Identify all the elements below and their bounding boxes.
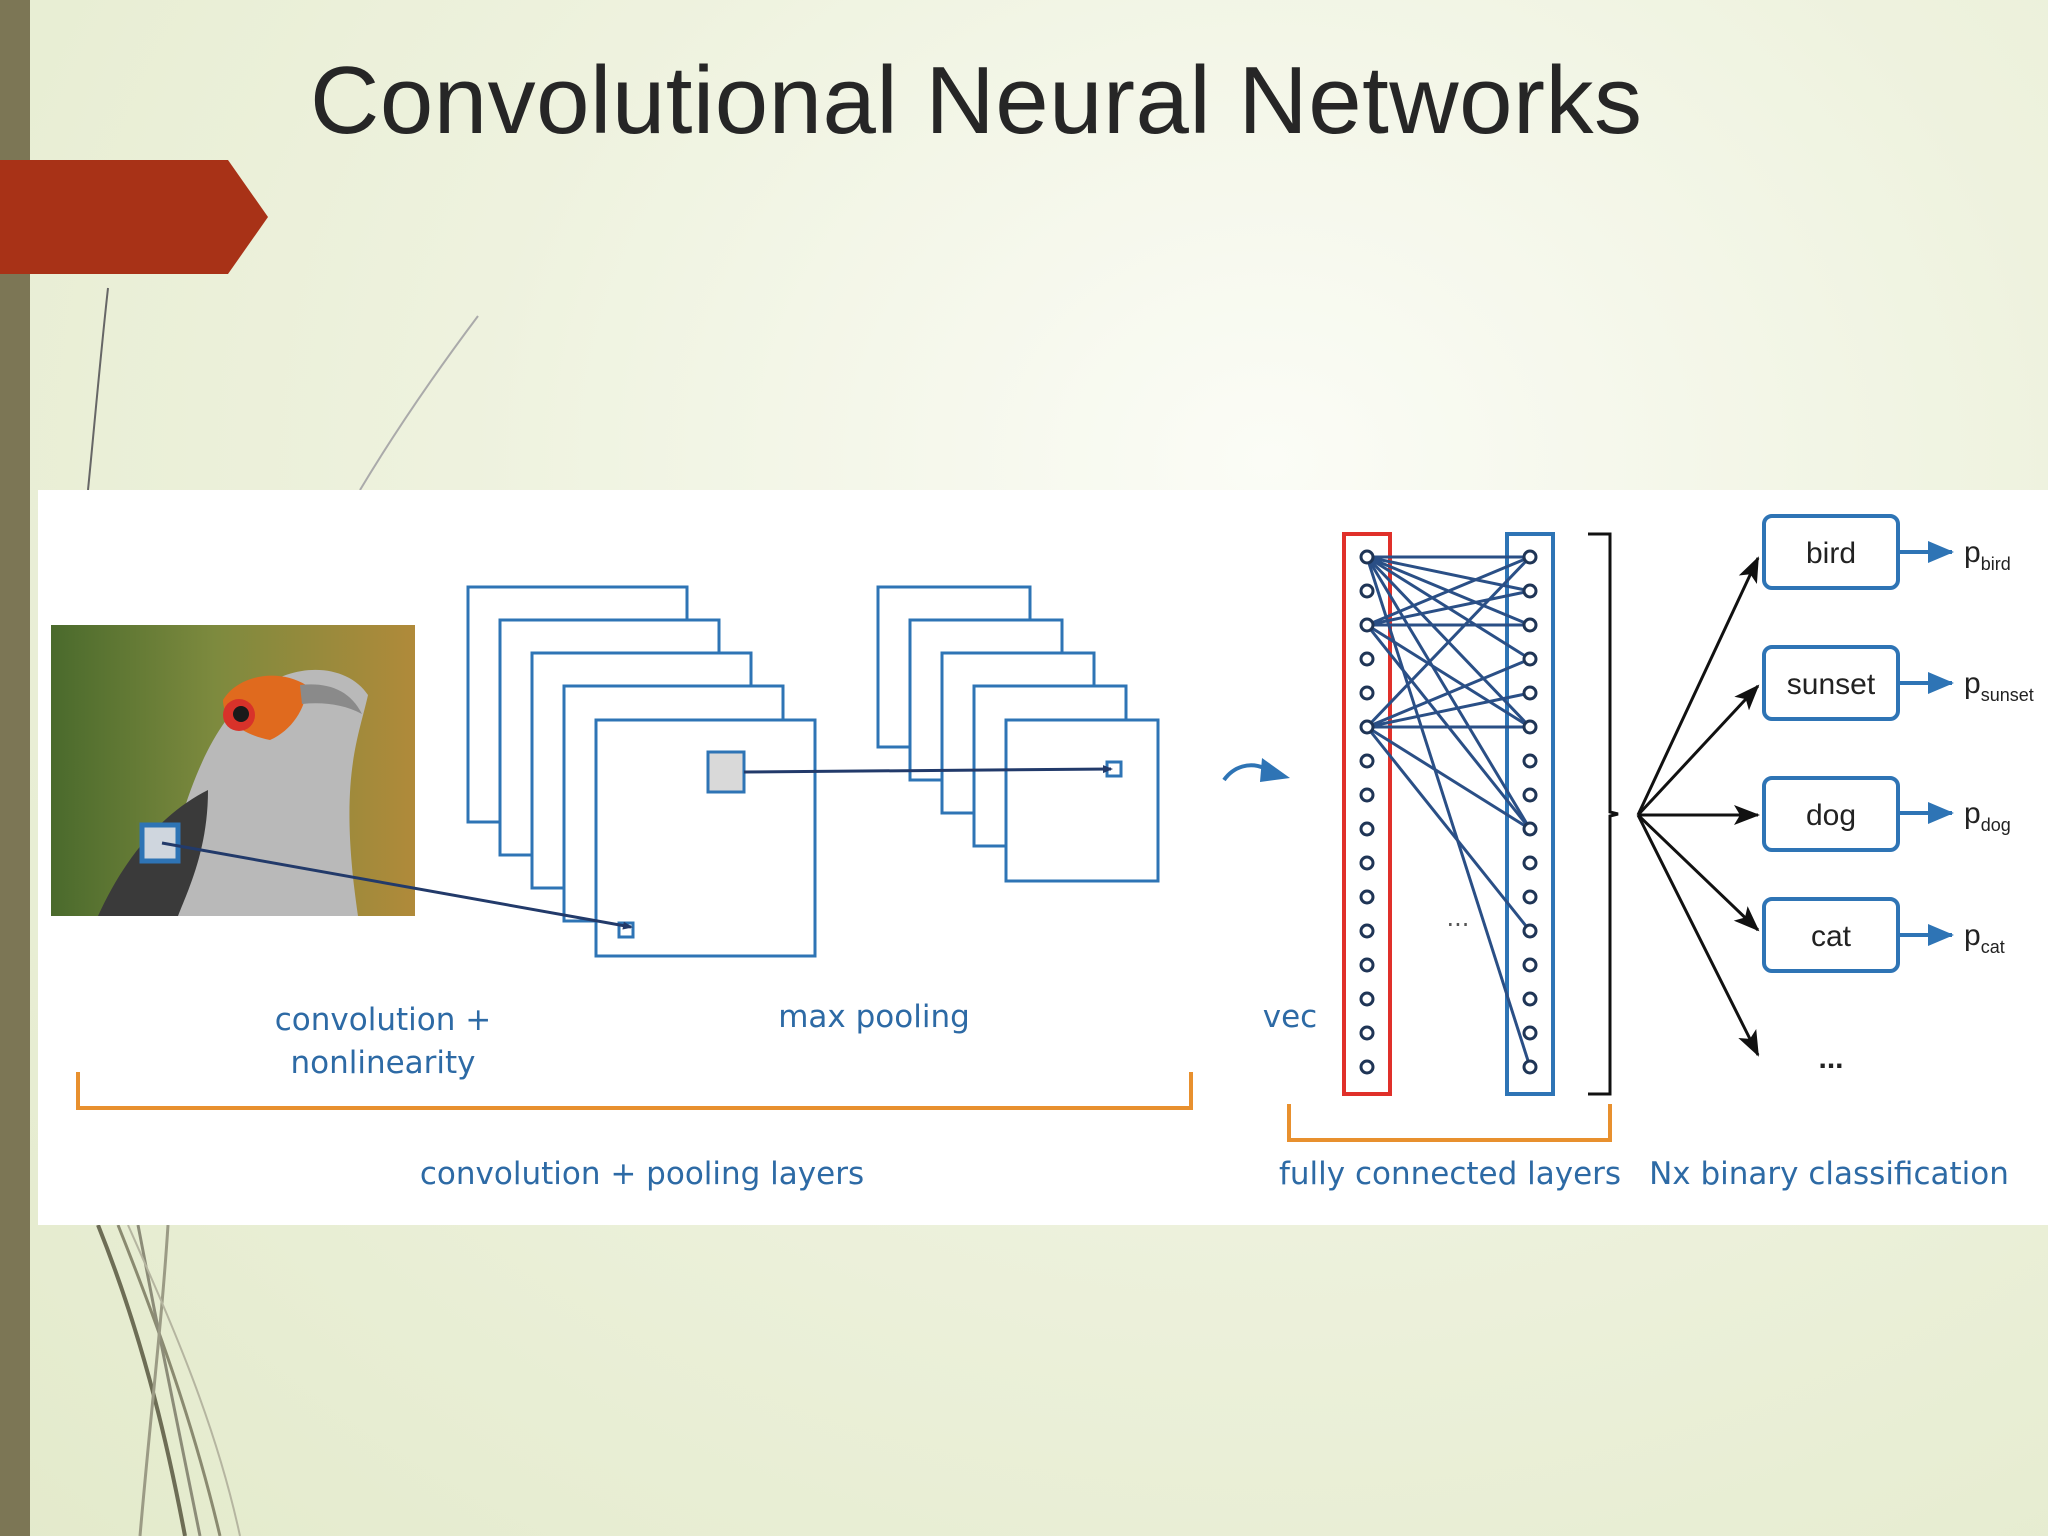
neuron-node [1522,1025,1538,1041]
fc-connection [1366,555,1531,627]
pool-arrow [743,765,1113,774]
conv-arrow [161,841,633,930]
conv-feature-maps [466,585,817,958]
fc-connections [1365,555,1532,1068]
fc-connection [1366,589,1531,627]
neuron-node [1359,617,1375,633]
label-vec: vec [1263,999,1317,1035]
fc-connection [1366,623,1531,729]
receptive-field-box [139,822,181,864]
neuron-node [1522,651,1538,667]
class-label: sunset [1787,668,1876,701]
neuron-node [1359,549,1375,565]
neuron-node [1359,821,1375,837]
neuron-node [1522,753,1538,769]
neuron-node [1359,855,1375,871]
neuron-node [1522,923,1538,939]
neuron-node [1359,753,1375,769]
vec-nodes [1359,549,1375,1075]
neuron-node [1522,855,1538,871]
neuron-node [1359,1059,1375,1075]
neuron-node [1522,889,1538,905]
prob-label: pbird [1964,536,2011,574]
label-binary-classification: Nx binary classification [1649,1156,2009,1192]
neuron-node [1359,583,1375,599]
label-convolution: convolution + [275,1002,491,1038]
neuron-node [1359,787,1375,803]
class-box-sunset: sunset psunset [1762,645,2034,721]
hidden-nodes [1522,549,1538,1075]
neuron-node [1522,821,1538,837]
pool-window [706,750,746,794]
neuron-node [1359,957,1375,973]
vec-layer [1342,532,1392,1096]
neuron-node [1522,957,1538,973]
neuron-node [1522,787,1538,803]
neuron-node [1522,685,1538,701]
fc-connection [1365,555,1532,729]
class-label: bird [1806,537,1856,570]
pooled-feature-maps [876,585,1160,883]
label-nonlinearity: nonlinearity [290,1045,475,1081]
label-fully-connected: fully connected layers [1279,1156,1621,1192]
neuron-node [1522,583,1538,599]
class-label: dog [1806,799,1856,832]
neuron-node [1359,889,1375,905]
neuron-node [1359,991,1375,1007]
conv-pool-bracket [76,1072,1193,1110]
slide-title: Convolutional Neural Networks [310,47,1643,154]
fc-connection [1366,691,1531,729]
neuron-node [1522,549,1538,565]
neuron-node [1522,991,1538,1007]
output-bracket [1588,532,1619,1096]
class-box-bird: bird pbird [1762,514,2011,590]
prob-label: psunset [1964,667,2034,705]
class-label: cat [1811,920,1852,953]
fc-bracket [1287,1104,1612,1142]
fc-connection [1366,725,1531,831]
fc-connection [1365,726,1532,932]
neuron-node [1522,1059,1538,1075]
accent-tab [0,160,268,274]
neuron-node [1359,1025,1375,1041]
cnn-diagram: ... bird pbird sunset psunset dog [38,490,2048,1225]
neuron-node [1359,719,1375,735]
neuron-node [1359,651,1375,667]
prob-label: pcat [1964,919,2005,957]
label-conv-pool-layers: convolution + pooling layers [420,1156,864,1192]
flatten-arrow-icon [1222,763,1265,782]
output-arrows [1636,556,1760,1057]
classes-ellipsis: ... [1818,1042,1843,1075]
neuron-node [1359,685,1375,701]
fc-ellipsis: ... [1447,904,1470,932]
bird-photo [51,625,415,916]
class-box-dog: dog pdog [1762,776,2011,852]
neuron-node [1522,719,1538,735]
fc-connection [1366,657,1531,729]
neuron-node [1359,923,1375,939]
prob-label: pdog [1964,797,2011,835]
class-box-cat: cat pcat [1762,897,2005,973]
label-max-pooling: max pooling [778,999,970,1035]
neuron-node [1522,617,1538,633]
